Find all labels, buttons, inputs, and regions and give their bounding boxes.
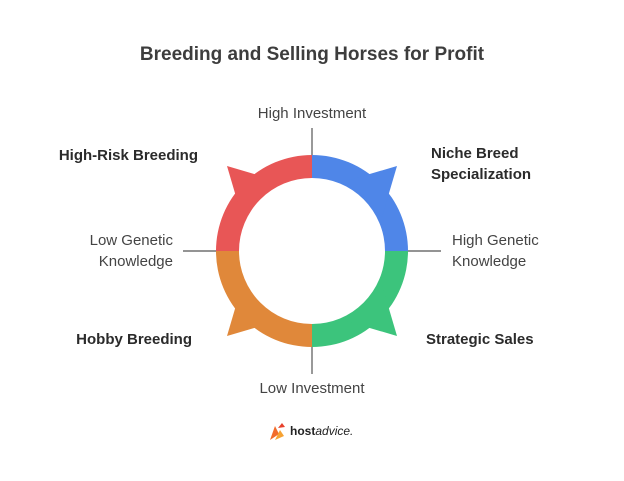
quadrant-label-top-right-line2: Specialization <box>431 166 532 183</box>
ring-segment-top-left <box>216 155 312 251</box>
quadrant-label-top-left: High-Risk Breeding <box>58 147 198 164</box>
quadrant-label-top-right-line1: Niche Breed <box>431 145 519 162</box>
axis-label-right: High Genetic Knowledge <box>452 230 592 272</box>
quadrant-label-bottom-right: Strategic Sales <box>426 331 534 348</box>
arrow-head-top-left <box>227 166 278 217</box>
axis-label-left-line1: Low Genetic <box>89 232 173 249</box>
arrow-head-top-right <box>346 166 397 217</box>
ring-segment-bottom-left <box>216 251 312 347</box>
hostadvice-logo-icon <box>270 423 285 440</box>
axis-label-top: High Investment <box>257 105 367 122</box>
ring-segment-top-right <box>312 155 408 251</box>
ring-segment-bottom-right <box>312 251 408 347</box>
axis-label-bottom: Low Investment <box>259 380 365 397</box>
hostadvice-logo: hostadvice. <box>268 422 368 442</box>
hostadvice-logo-text: hostadvice. <box>290 424 354 438</box>
diagram-title: Breeding and Selling Horses for Profit <box>139 44 485 65</box>
axis-label-left-line2: Knowledge <box>98 253 173 270</box>
arrow-head-bottom-left <box>227 285 278 336</box>
quadrant-label-bottom-left: Hobby Breeding <box>76 331 192 348</box>
axis-label-right-line2: Knowledge <box>452 253 527 270</box>
quadrant-label-top-right: Niche Breed Specialization <box>431 143 601 185</box>
axis-label-right-line1: High Genetic <box>452 232 539 249</box>
axis-label-left: Low Genetic Knowledge <box>40 230 173 272</box>
arrow-head-bottom-right <box>346 285 397 336</box>
